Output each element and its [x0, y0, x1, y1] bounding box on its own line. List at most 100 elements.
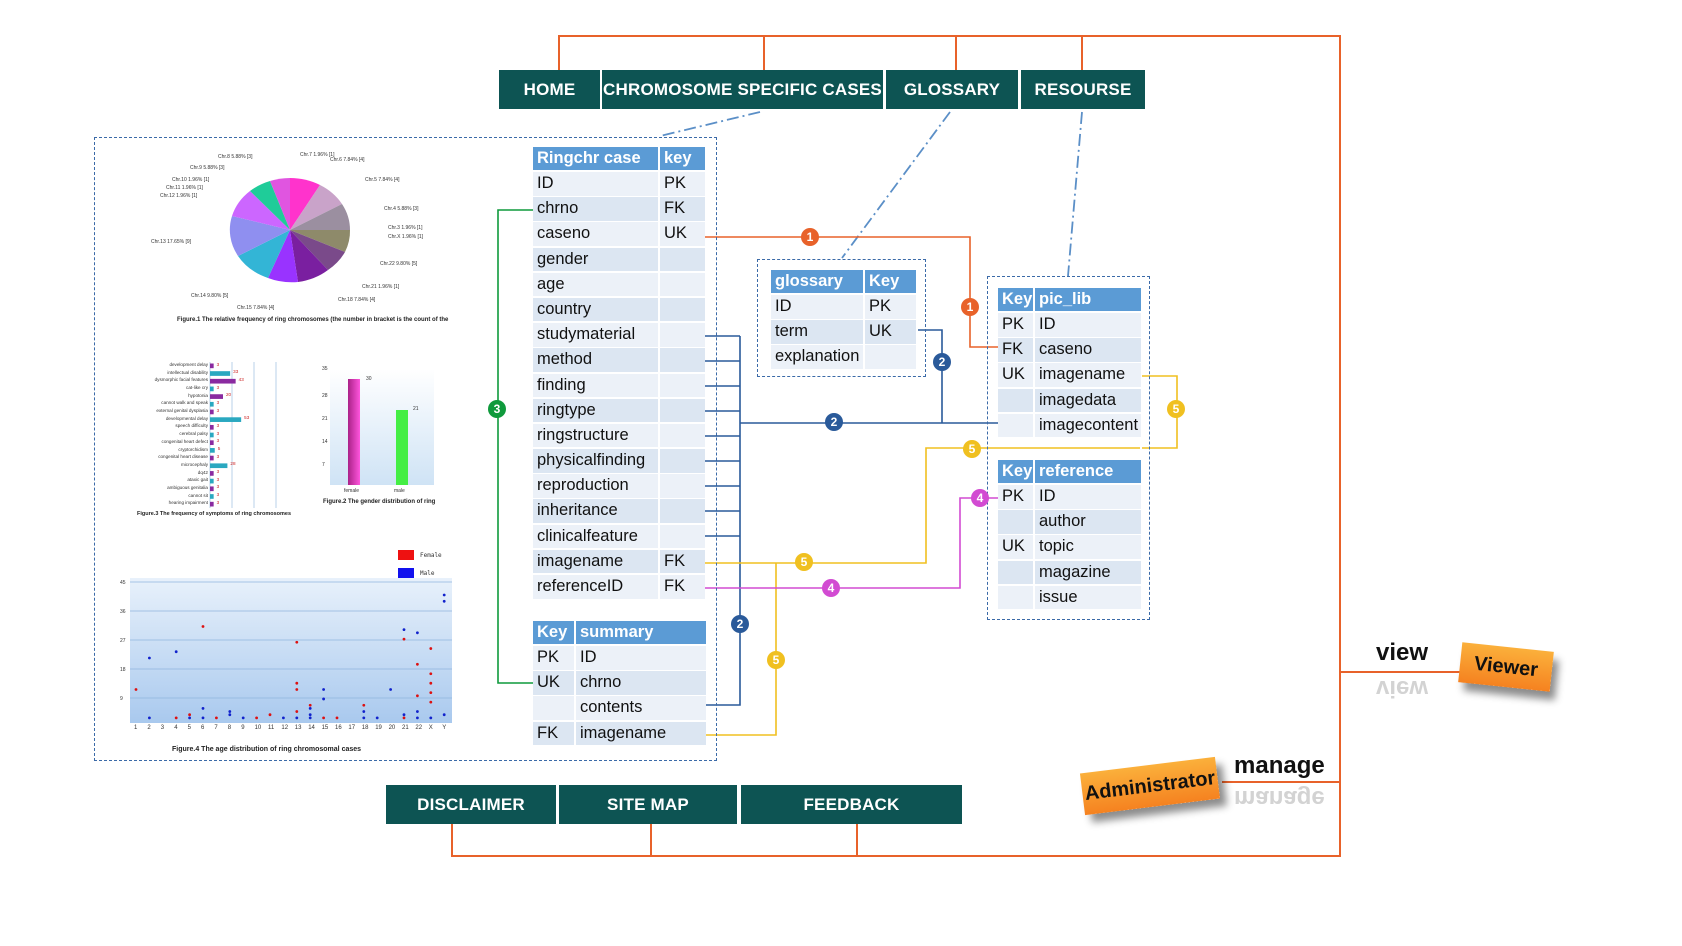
symptom-label: congenital heart disease	[158, 454, 208, 460]
gender-chart	[330, 369, 434, 485]
gender-bar-male	[396, 410, 408, 485]
table-row: country	[533, 297, 707, 322]
symptom-bar	[210, 417, 242, 422]
nav-chromosome-specific-cases[interactable]: CHROMOSOME SPECIFIC CASES	[602, 70, 883, 109]
symptom-label: hearing impairment	[168, 500, 208, 506]
age-axis-tick: 27	[120, 638, 126, 644]
age-x-tick: 7	[214, 725, 218, 731]
symptom-bar	[210, 378, 236, 384]
pie-label: Chr.4 5.88% [3]	[384, 206, 419, 212]
pie-label: Chr.3 1.96% [1]	[388, 225, 423, 231]
pie-label: Chr.11 1.96% [1]	[166, 185, 203, 191]
age-point	[215, 716, 218, 720]
table-cell: FK	[660, 575, 705, 599]
table-row: method	[533, 348, 707, 373]
symptom-bar	[210, 501, 214, 507]
pie-slice	[290, 204, 351, 230]
gender-caption: Figure.2 The gender distribution of ring	[323, 499, 436, 505]
nav-disclaimer[interactable]: DISCLAIMER	[386, 785, 556, 824]
age-x-tick: 3	[160, 725, 165, 731]
table-row: contents	[533, 696, 708, 721]
gender-value: 21	[413, 406, 419, 412]
table-cell: contents	[576, 696, 706, 720]
table-cell: chrno	[576, 671, 706, 695]
age-x-tick: 16	[335, 725, 342, 731]
symptom-value: 5	[217, 446, 221, 452]
age-point	[282, 716, 285, 720]
table-row: age	[533, 272, 707, 297]
pie-caption: Figure.1 The relative frequency of ring …	[177, 317, 449, 323]
age-point	[389, 688, 392, 691]
nav-feedback[interactable]: FEEDBACK	[741, 785, 962, 824]
symptom-bar	[210, 471, 214, 476]
age-x-tick: 11	[268, 725, 275, 731]
gender-category: female	[344, 488, 360, 494]
age-point	[322, 697, 325, 701]
table-row: ringtype	[533, 398, 707, 423]
age-point	[308, 703, 312, 707]
symptom-bar	[210, 424, 214, 430]
table-cell: PK	[865, 295, 916, 319]
table-cell: FK	[533, 721, 574, 746]
resource-frame	[987, 276, 1150, 620]
age-point	[362, 703, 366, 707]
symptom-bar	[210, 455, 214, 461]
symptom-value: 3	[216, 384, 220, 390]
symptom-value: 3	[216, 422, 220, 428]
table-cell	[660, 247, 705, 272]
table-cell: PK	[660, 172, 705, 196]
nav-site-map[interactable]: SITE MAP	[559, 785, 737, 824]
table-cell: imagename	[576, 721, 706, 746]
table-cell: UK	[998, 535, 1033, 559]
age-axis-tick: 45	[120, 580, 126, 586]
age-point	[402, 637, 406, 641]
table-cell: issue	[1035, 585, 1141, 610]
age-axis-tick: 9	[120, 696, 123, 702]
age-point	[402, 716, 406, 720]
table-cell: UK	[660, 222, 705, 246]
age-point	[308, 707, 312, 710]
age-point	[308, 713, 312, 717]
symptom-label: dq42	[197, 469, 208, 475]
manage-reflection: manage	[1234, 785, 1325, 812]
table-cell	[660, 297, 705, 322]
table-cell: chrno	[533, 197, 658, 221]
symptom-label: cannot sit	[188, 492, 208, 498]
table-cell	[660, 323, 705, 347]
symptom-value: 3	[216, 469, 220, 475]
table-cell	[533, 696, 574, 720]
legend-swatch-female	[398, 550, 414, 560]
table-cell: PK	[998, 485, 1033, 509]
view-reflection: view	[1376, 675, 1429, 702]
table-row: issue	[998, 585, 1143, 610]
pie-label: Chr.21 1.96% [1]	[362, 284, 400, 290]
table-cell: imagecontent	[1035, 413, 1141, 438]
symptom-value: 3	[216, 484, 220, 490]
age-x-tick: 5	[187, 725, 191, 731]
header-cell: summary	[576, 620, 706, 645]
age-point	[322, 688, 325, 691]
table-cell	[660, 398, 705, 423]
table-cell: inheritance	[533, 499, 658, 523]
nav-glossary[interactable]: GLOSSARY	[886, 70, 1018, 109]
age-point	[362, 716, 366, 720]
nav-home[interactable]: HOME	[499, 70, 600, 109]
nav-resourse[interactable]: RESOURSE	[1021, 70, 1145, 109]
pie-label: Chr.15 7.84% [4]	[237, 305, 275, 311]
symptom-caption: Figure.3 The frequency of symptoms of ri…	[137, 511, 292, 517]
symptom-value: 53	[244, 415, 250, 421]
symptom-value: 3	[216, 399, 220, 405]
table-row: ringstructure	[533, 423, 707, 448]
table-cell	[998, 388, 1033, 413]
table-row: imagecontent	[998, 413, 1143, 438]
age-point	[295, 710, 299, 713]
pie-label: Chr.22 9.80% [5]	[380, 261, 418, 267]
